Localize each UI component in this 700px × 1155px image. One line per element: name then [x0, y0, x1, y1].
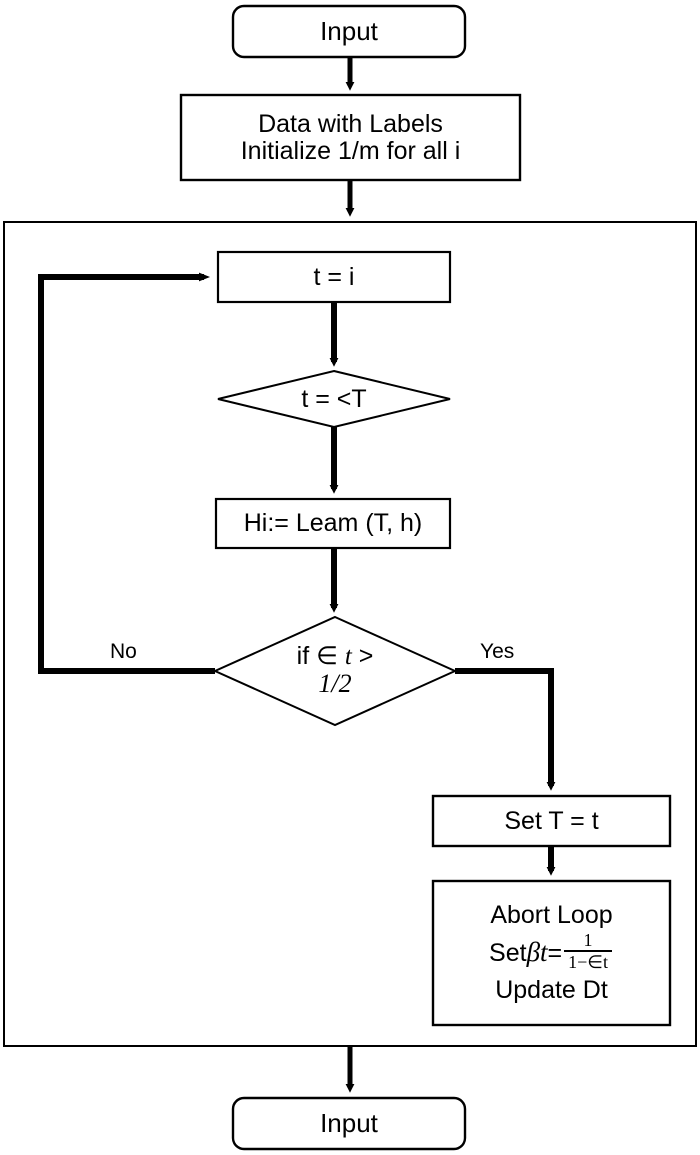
node-init-shape[interactable] [179, 93, 522, 182]
node-set-T-eq-t-shape[interactable] [431, 794, 672, 848]
node-set-t-shape[interactable] [216, 250, 452, 304]
node-start-shape[interactable] [231, 4, 467, 59]
node-check-eps-shape[interactable] [212, 615, 458, 727]
edge-label-no: No [110, 640, 137, 663]
node-end-shape[interactable] [231, 1096, 467, 1151]
edge-label-yes: Yes [480, 640, 515, 663]
edge-yes-to-set-T [455, 668, 556, 791]
node-abort-shape[interactable] [431, 879, 672, 1027]
edge-no-feedback [38, 272, 215, 674]
node-learn-shape[interactable] [214, 497, 452, 550]
